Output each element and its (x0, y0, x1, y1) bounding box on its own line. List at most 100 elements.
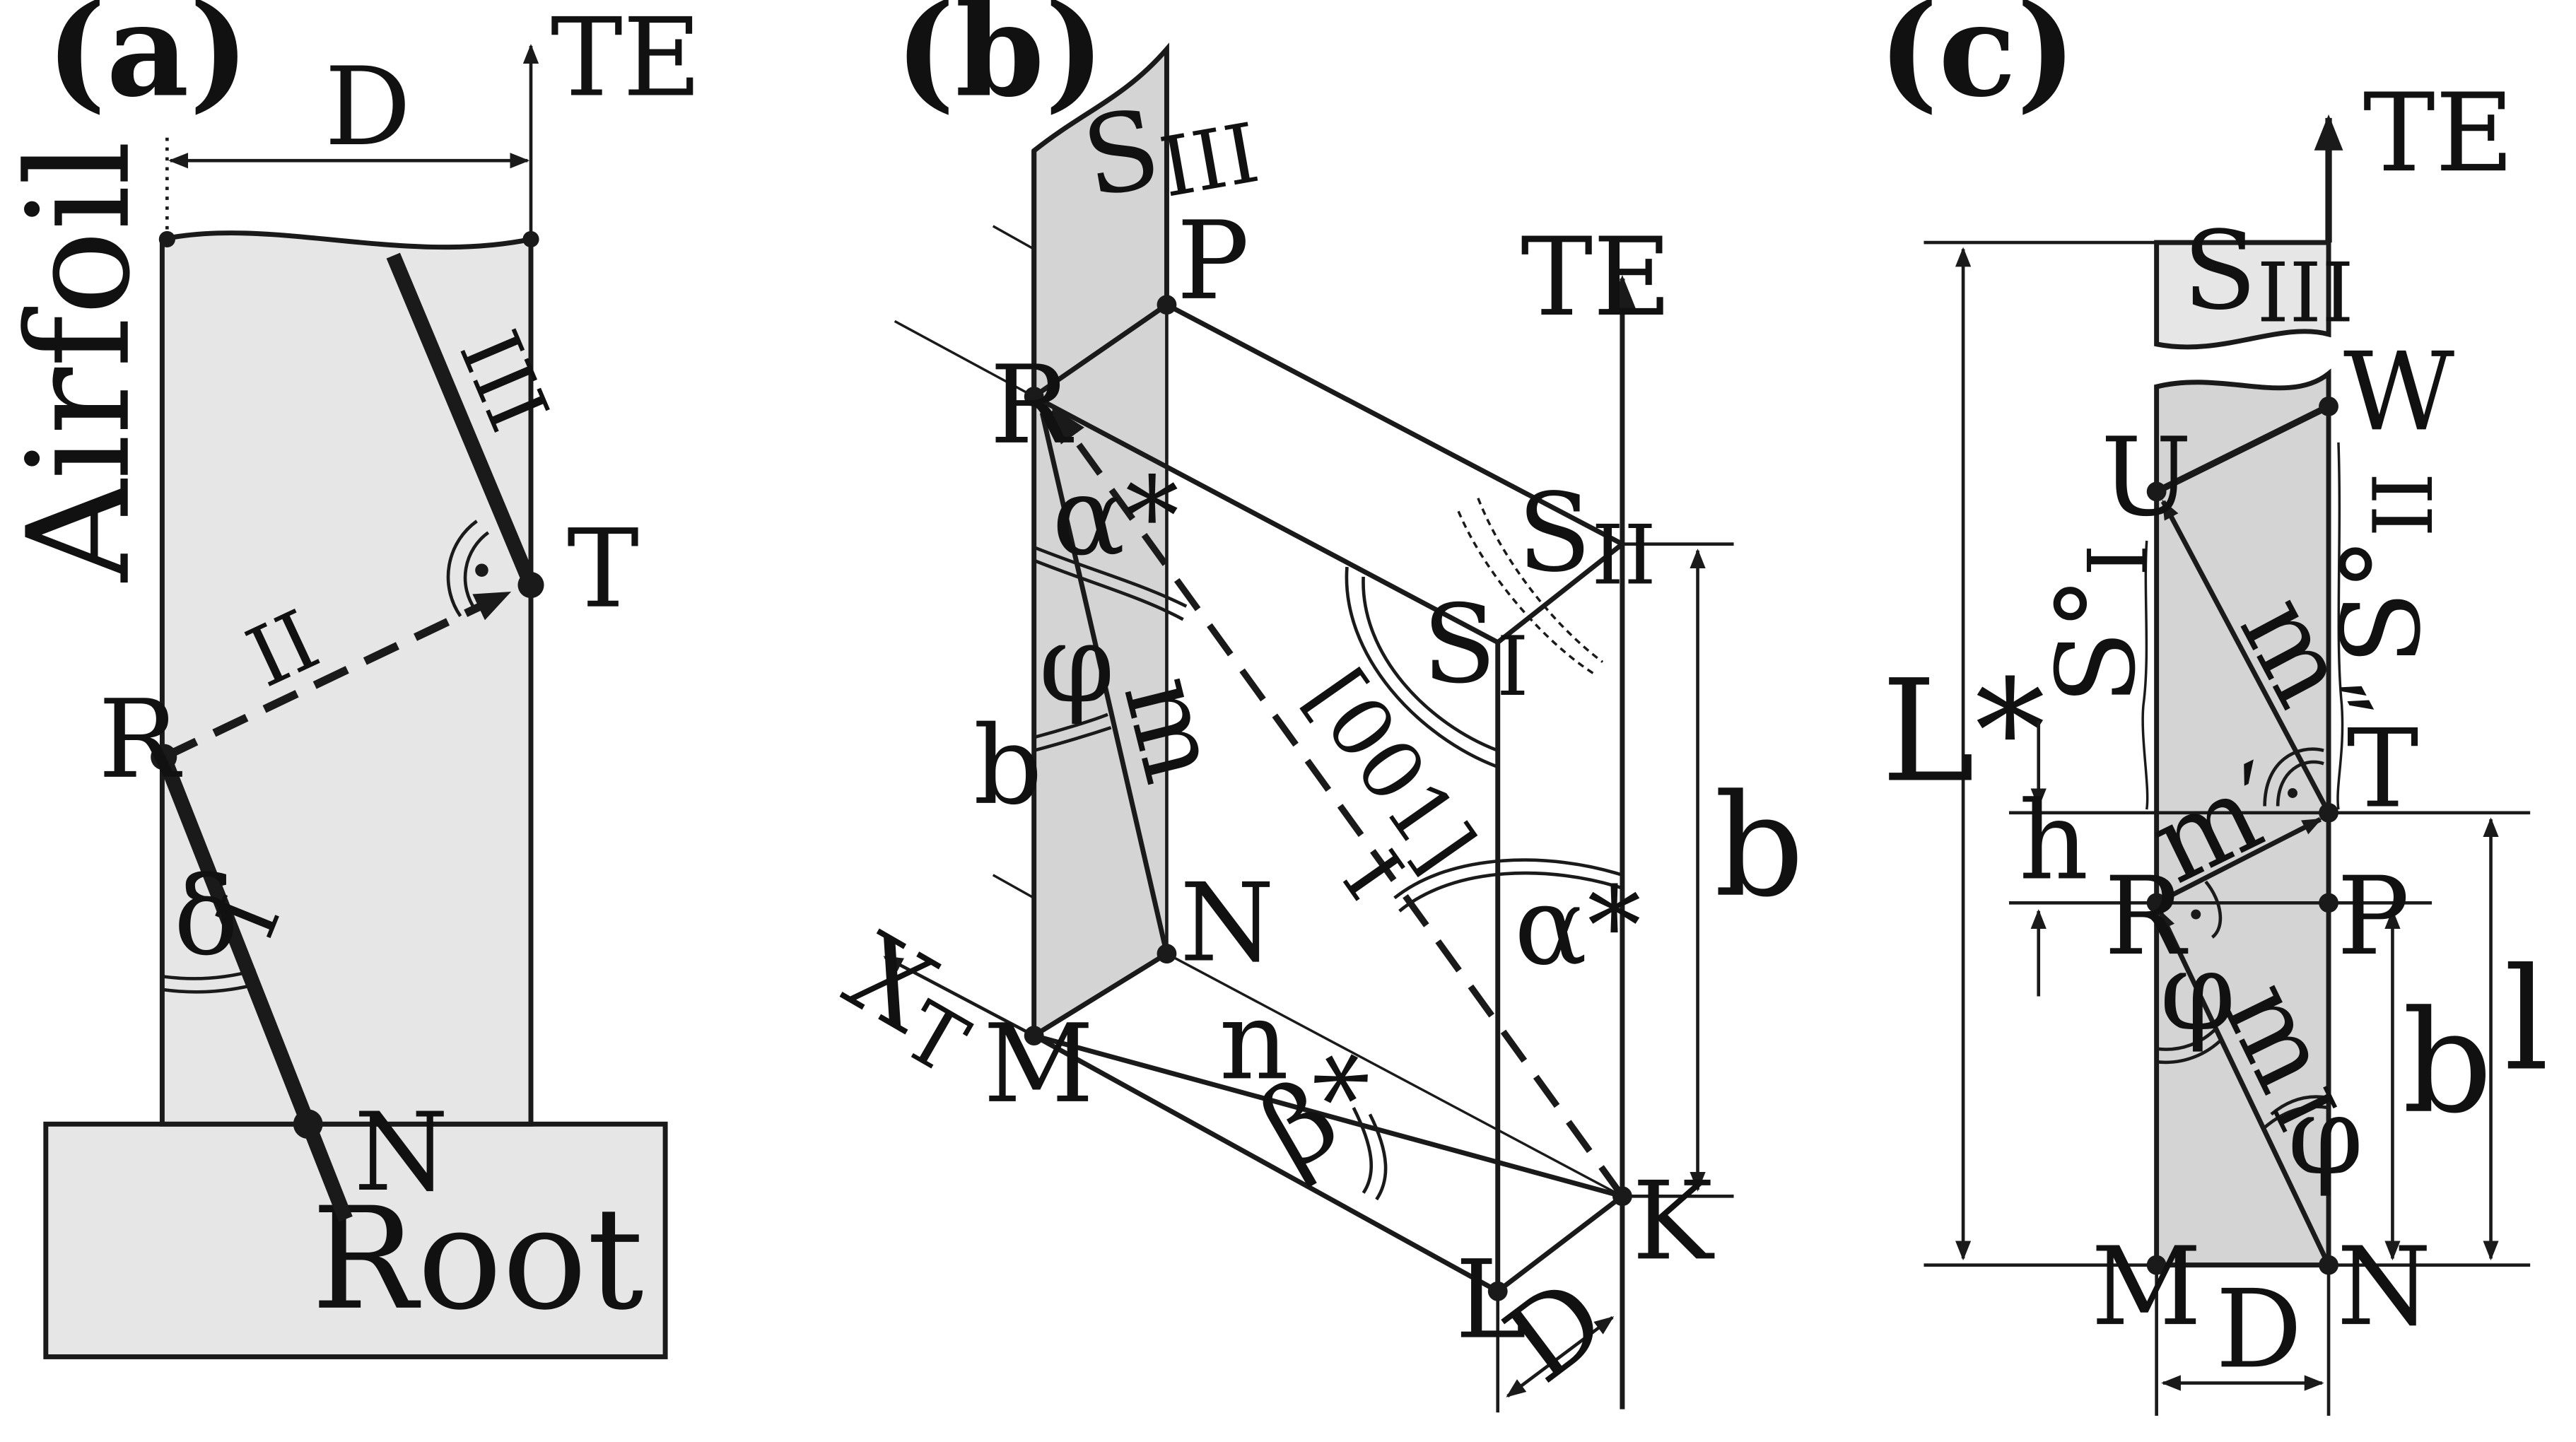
airfoil-label: Airfoil (0, 141, 162, 583)
point-r-a-label: R (98, 677, 182, 803)
ext-tick-top (992, 225, 1035, 250)
airfoil-corner-left (158, 230, 175, 248)
line-uw (2155, 403, 2331, 495)
point-m-b (1024, 1026, 1044, 1045)
right-angle-r (2204, 880, 2223, 939)
point-t-a (517, 572, 544, 599)
s3-c-label: SIII (2183, 209, 2354, 341)
l-star-label: L* (1881, 650, 2045, 814)
segment-i-a (157, 754, 353, 1222)
d-c-label: D (2215, 1267, 2302, 1393)
s2-boundary (2336, 442, 2344, 810)
surface-s3-c (2154, 240, 2331, 350)
phi-arc-b-2 (1034, 726, 1112, 752)
s1-boundary (2141, 540, 2149, 810)
root-label: Root (311, 1178, 643, 1342)
b-c-label: b (2402, 981, 2493, 1145)
b-left-label: b (973, 703, 1043, 829)
s1-arc-2 (1362, 576, 1499, 752)
te-label-a: TE (551, 0, 702, 121)
alpha-right-label: α* (1514, 864, 1641, 990)
point-t-a-label: T (567, 507, 639, 633)
point-t-c (2319, 802, 2338, 823)
b-right-label: b (1714, 765, 1805, 929)
bottom-edge-mn (1032, 951, 1169, 1038)
delta-arc-1 (163, 968, 257, 980)
phi-b-label: φ (1039, 602, 1115, 727)
line-m-b (1039, 412, 1169, 954)
s2-b-label: SII (1518, 471, 1656, 604)
point-m-b-label: M (983, 1002, 1094, 1127)
xt-axis (883, 955, 1035, 1038)
segment-ii-a (162, 589, 512, 761)
point-t-c-label: T (2347, 707, 2419, 833)
beta-arc-2 (1368, 1113, 1388, 1201)
s1-arc-1 (1345, 566, 1499, 769)
delta-label: δ (174, 854, 239, 980)
root-block (43, 1121, 668, 1359)
d-dim-b (1506, 1315, 1615, 1397)
line-n-b (1033, 1033, 1623, 1199)
xt-axis-label: XT (821, 910, 1002, 1094)
n-b-label: n (1219, 978, 1289, 1104)
right-angle-dot-t (2288, 788, 2297, 798)
panel-a-label: (a) (46, 0, 250, 125)
s2-arc-2 (1457, 510, 1597, 676)
point-p-c (2319, 893, 2338, 913)
right-angle-arc-a1 (463, 531, 490, 611)
bottom-edge-lk (1496, 1194, 1624, 1294)
phi-arc-c1-1 (2156, 1028, 2217, 1051)
point-r-a (151, 744, 177, 770)
dim-d-a-label: D (324, 45, 411, 170)
point-n-a-label: N (354, 1090, 449, 1216)
panel-c: (c) SIII TE (1878, 0, 2549, 1416)
right-angle-dot-a (475, 563, 488, 577)
point-p-b (1157, 295, 1177, 315)
alpha-arc-left-1 (1033, 546, 1188, 608)
phi-arc-c1-2 (2156, 1038, 2224, 1065)
phi-arc-c2-2 (2264, 1105, 2329, 1129)
point-n-b-label: N (1180, 860, 1275, 986)
line-m-prime (2155, 816, 2322, 905)
segment-iii-a (386, 252, 538, 588)
s1-c-label: S°I (2034, 544, 2167, 705)
point-n-c-label: N (2337, 1224, 2432, 1350)
alpha-arc-left-2 (1033, 558, 1184, 621)
point-n-b (1157, 944, 1177, 964)
panel-b-label: (b) (895, 0, 1106, 125)
point-w-c (2319, 397, 2338, 416)
line-m-c (2158, 909, 2331, 1267)
alpha-arc-right-1 (1393, 858, 1623, 900)
phi-arc-c2-1 (2270, 1095, 2329, 1116)
l-c-label: l (2504, 938, 2549, 1102)
s2-c-label: S°II (2319, 472, 2452, 665)
point-w-c-label: W (2343, 329, 2454, 455)
right-angle-t-2 (2263, 747, 2324, 807)
direction-001-arrow (1050, 406, 1625, 1198)
bottom-edge-ml (1033, 1033, 1499, 1294)
point-u-c-label: U (2101, 415, 2192, 541)
point-r-b (1024, 387, 1044, 406)
right-angle-t-1 (2276, 760, 2324, 807)
panel-c-label: (c) (1878, 0, 2077, 125)
alpha-arc-right-2 (1398, 871, 1623, 913)
right-angle-dot-r (2191, 909, 2201, 920)
delta-arc-2 (163, 981, 262, 994)
airfoil-body (159, 230, 534, 1127)
panel-b: (b) TE (821, 0, 1805, 1413)
point-u-c (2146, 481, 2167, 502)
te-label-c: TE (2363, 71, 2514, 197)
point-n-a (293, 1109, 323, 1139)
point-k-b-label: K (1632, 1159, 1715, 1284)
s2-arc-1 (1477, 498, 1604, 663)
point-r-c-label: R (2104, 854, 2188, 980)
point-r-b-label: R (990, 343, 1074, 469)
phi-arc-b-1 (1034, 713, 1108, 739)
h-label: h (2019, 779, 2089, 905)
line-m-double-prime (2160, 499, 2331, 814)
te-label-b: TE (1521, 215, 1672, 341)
panel-a: (a) TE D Airfoil Root R T (0, 0, 702, 1359)
hidden-edge-nk (1166, 952, 1623, 1197)
point-r-c (2146, 893, 2167, 913)
